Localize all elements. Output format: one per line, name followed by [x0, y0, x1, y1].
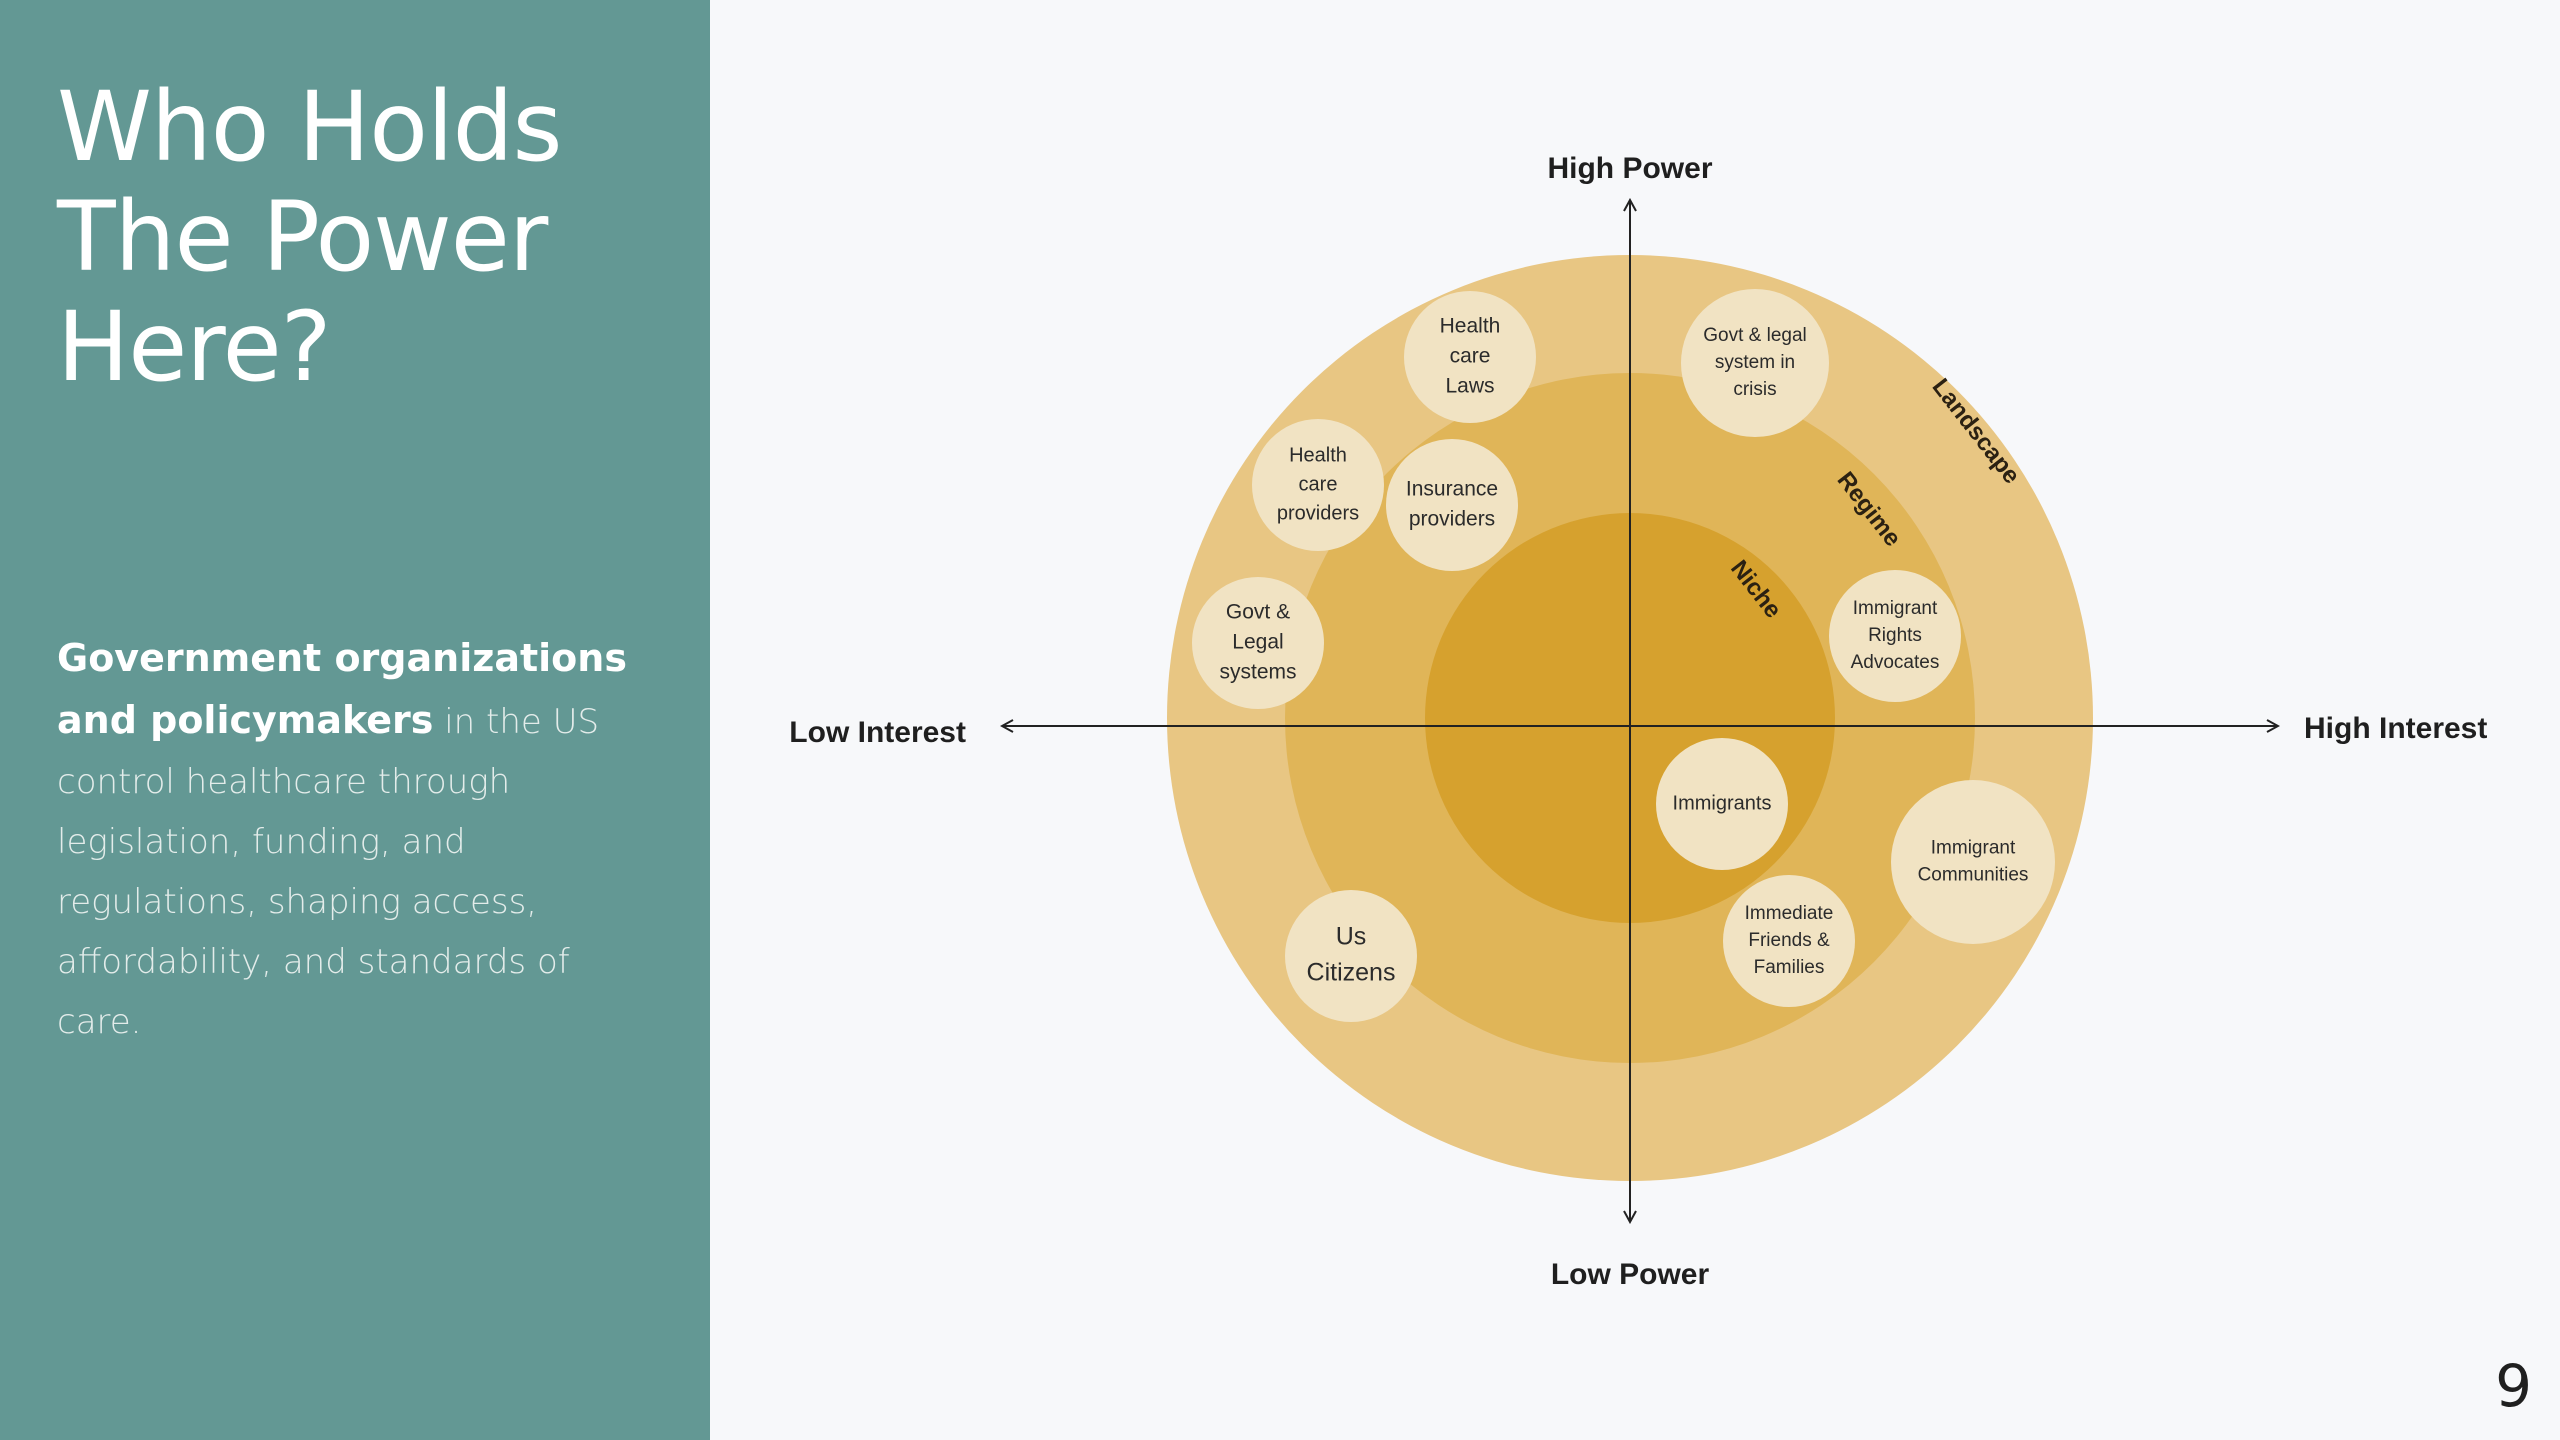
body-highlight: Government organizations and policymaker…	[57, 636, 627, 742]
bubble-circle	[1681, 289, 1829, 437]
bubble-label-line: care	[1299, 473, 1338, 495]
bubble-label-line: system in	[1715, 352, 1795, 373]
bubble-label-line: Govt &	[1226, 601, 1290, 624]
axis-label-low-power: Low Power	[1551, 1258, 1710, 1291]
axis-label-high-interest: High Interest	[2304, 712, 2487, 745]
bubble-circle	[1386, 439, 1518, 571]
bubble-circle	[1891, 780, 2055, 944]
bubble-govt-legal-crisis: Govt & legal system in crisis	[1681, 289, 1829, 437]
bubble-circle	[1723, 875, 1855, 1007]
bubble-label-line: Govt & legal	[1703, 325, 1807, 346]
bubble-label-line: Legal	[1232, 631, 1283, 654]
bubble-label-line: crisis	[1733, 379, 1776, 400]
bubble-label-line: Immigrant	[1931, 838, 2016, 859]
sidebar-panel	[0, 0, 710, 1440]
bubble-insurance-providers: Insurance providers	[1386, 439, 1518, 571]
axis-label-high-power: High Power	[1547, 152, 1712, 185]
bubble-label-line: Rights	[1868, 625, 1922, 646]
title-line-3: Here?	[57, 291, 332, 403]
bubble-label-line: Health	[1289, 444, 1347, 466]
bubble-label-line: Insurance	[1406, 478, 1498, 501]
bubble-label-line: Friends &	[1748, 930, 1830, 951]
bubble-label-line: Citizens	[1307, 959, 1396, 987]
bubble-label-line: Laws	[1445, 375, 1494, 398]
bubble-govt-legal-systems: Govt & Legal systems	[1192, 577, 1324, 709]
bubble-immigrants: Immigrants	[1656, 738, 1788, 870]
bubble-label-line: Families	[1754, 957, 1825, 978]
bubble-label-line: Immigrants	[1673, 792, 1772, 814]
bubble-label-line: Us	[1336, 923, 1367, 951]
bubble-label-line: Immediate	[1745, 903, 1834, 924]
slide-body: Government organizations and policymaker…	[57, 628, 657, 1052]
slide-title: Who Holds The Power Here?	[57, 72, 677, 402]
title-line-2: The Power	[57, 181, 548, 293]
bubble-label-line: care	[1450, 345, 1491, 368]
bubble-label-line: providers	[1409, 508, 1495, 531]
bubble-circle	[1829, 570, 1961, 702]
bubble-circle	[1404, 291, 1536, 423]
bubble-circle	[1252, 419, 1384, 551]
bubble-circle	[1656, 738, 1788, 870]
axis-label-low-interest: Low Interest	[789, 716, 966, 749]
bubble-label-line: Advocates	[1851, 652, 1940, 673]
bubble-label-line: Communities	[1918, 865, 2029, 886]
bubble-circle	[1285, 890, 1417, 1022]
bubble-circle	[1192, 577, 1324, 709]
bubble-label-line: Immigrant	[1853, 598, 1938, 619]
body-text: in the US control healthcare through leg…	[57, 702, 600, 1042]
bubble-health-care-providers: Health care providers	[1252, 419, 1384, 551]
bubble-label-line: systems	[1219, 661, 1296, 684]
bubble-label-line: providers	[1277, 502, 1359, 524]
bubble-label-line: Health	[1440, 315, 1501, 338]
page-number: 9	[2495, 1352, 2532, 1420]
title-line-1: Who Holds	[57, 71, 563, 183]
